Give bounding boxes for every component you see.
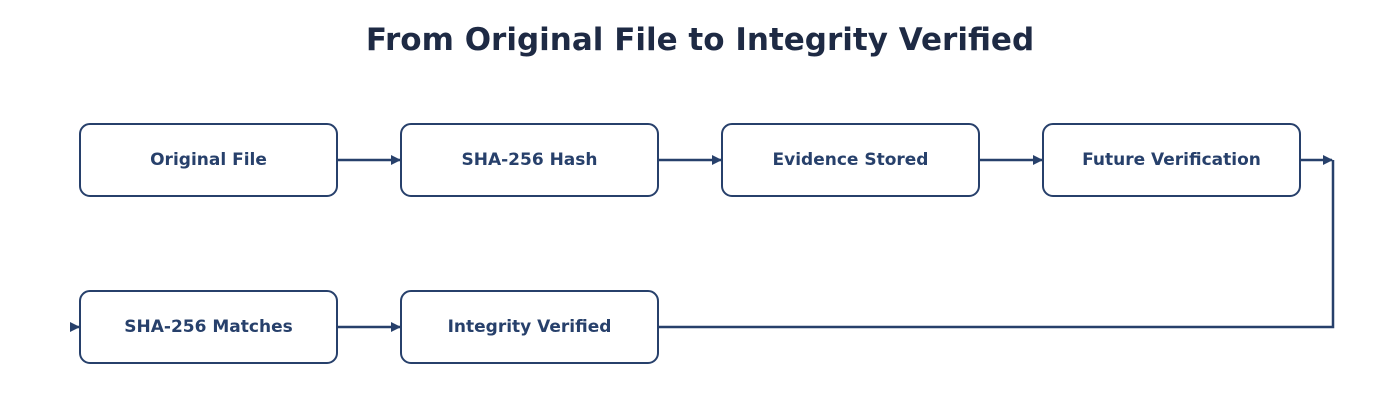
edges [70, 155, 1335, 332]
node-evidence-stored: Evidence Stored [721, 123, 980, 197]
node-label: SHA-256 Hash [461, 150, 597, 170]
node-integrity-verified: Integrity Verified [400, 290, 659, 364]
node-sha256-hash: SHA-256 Hash [400, 123, 659, 197]
node-box [1042, 123, 1301, 197]
node-sha256-matches: SHA-256 Matches [79, 290, 338, 364]
node-box [79, 290, 338, 364]
node-label: SHA-256 Matches [124, 317, 292, 337]
node-label: Original File [150, 150, 267, 170]
node-box [400, 290, 659, 364]
node-label: Integrity Verified [448, 317, 612, 337]
node-label: Future Verification [1082, 150, 1261, 170]
node-label: Evidence Stored [773, 150, 929, 170]
node-future-verification: Future Verification [1042, 123, 1301, 197]
edge-return-connector [658, 160, 1335, 329]
node-box [400, 123, 659, 197]
node-box [79, 123, 338, 197]
diagram-title: From Original File to Integrity Verified [365, 22, 1035, 58]
node-original-file: Original File [79, 123, 338, 197]
node-box [721, 123, 980, 197]
